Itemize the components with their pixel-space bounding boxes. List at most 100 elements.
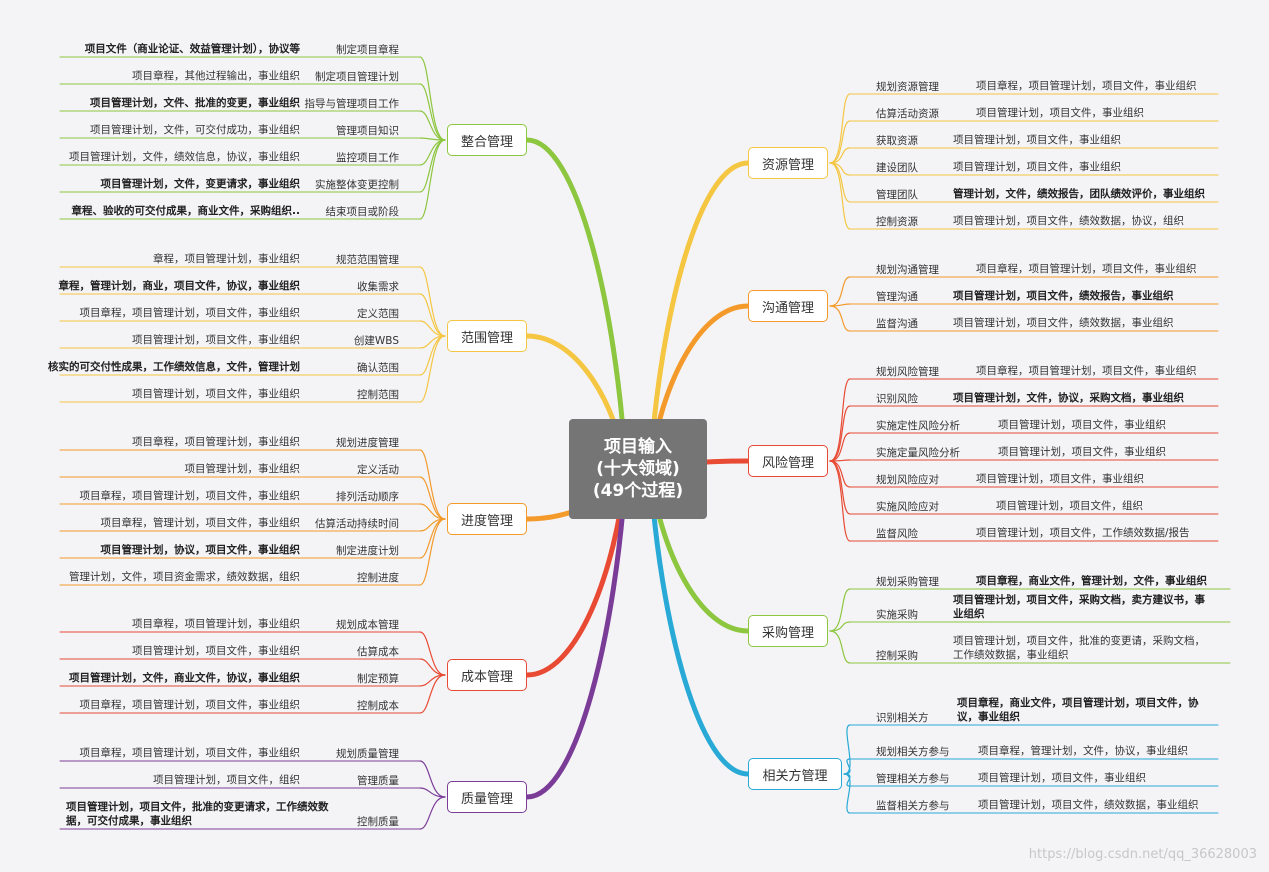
item-link [419,335,446,403]
branch-1[interactable]: 范围管理 [447,320,527,352]
process-label[interactable]: 控制质量 [357,816,399,828]
item-link [419,518,446,586]
item-link [419,266,446,337]
process-label[interactable]: 排列活动顺序 [336,491,399,503]
process-label[interactable]: 控制进度 [357,572,399,584]
input-text: 管理计划，文件，项目资金需求，绩效数据，组织 [69,571,300,583]
process-label[interactable]: 估算活动资源 [876,108,939,120]
input-text: 项目管理计划，项目文件，绩效数据，事业组织 [953,317,1174,329]
branch-0[interactable]: 整合管理 [447,124,527,156]
process-label[interactable]: 制定进度计划 [336,545,399,557]
branch-8[interactable]: 采购管理 [748,615,828,647]
input-text: 项目章程，其他过程输出，事业组织 [132,70,300,82]
input-text: 项目管理计划，项目文件，批准的变更请求，工作绩效数据，可交付成果，事业组织 [66,801,329,827]
process-label[interactable]: 管理项目知识 [336,125,399,137]
item-link [829,120,851,164]
process-label[interactable]: 控制成本 [357,700,399,712]
process-label[interactable]: 监督相关方参与 [876,800,950,812]
process-label[interactable]: 管理相关方参与 [876,773,950,785]
process-label[interactable]: 控制范围 [357,389,399,401]
process-label[interactable]: 规划资源管理 [876,81,939,93]
input-text: 项目管理计划，文件，绩效信息，协议，事业组织 [69,151,300,163]
process-label[interactable]: 结束项目或阶段 [325,206,400,218]
branch-6[interactable]: 沟通管理 [748,290,828,322]
item-link [829,621,851,632]
process-label[interactable]: 估算活动持续时间 [315,518,399,530]
item-link [829,378,851,462]
input-text: 项目章程，项目管理计划，事业组织 [132,618,300,630]
process-label[interactable]: 规划采购管理 [876,576,939,588]
input-text: 项目章程，管理计划，文件，协议，事业组织 [978,745,1188,757]
branch-4[interactable]: 质量管理 [447,781,527,813]
branch-3[interactable]: 成本管理 [447,659,527,691]
trunk-line [647,160,751,472]
input-text: 项目管理计划，项目文件，事业组织 [132,388,300,400]
process-label[interactable]: 规范范围管理 [336,254,399,266]
process-label[interactable]: 获取资源 [876,135,918,147]
root-node[interactable]: 项目输入 (十大领域) (49个过程) [569,419,707,519]
item-link [829,432,851,462]
item-link [419,139,446,220]
process-label[interactable]: 规划风险管理 [876,366,939,378]
process-label[interactable]: 定义活动 [357,464,399,476]
process-label[interactable]: 规划进度管理 [336,437,399,449]
item-link [419,449,446,520]
root-subtitle-fields: (十大领域) [596,459,680,479]
process-label[interactable]: 实施整体变更控制 [315,179,399,191]
process-label[interactable]: 实施定性风险分析 [876,420,960,432]
branch-2[interactable]: 进度管理 [447,503,527,535]
process-label[interactable]: 建设团队 [876,162,918,174]
process-label[interactable]: 实施风险应对 [876,501,939,513]
process-label[interactable]: 管理团队 [876,189,918,201]
process-label[interactable]: 规划风险应对 [876,474,939,486]
item-link [419,787,446,798]
process-label[interactable]: 监督沟通 [876,318,918,330]
input-text: 项目章程，管理计划，项目文件，事业组织 [100,517,301,529]
branch-7[interactable]: 风险管理 [748,445,828,477]
branch-5[interactable]: 资源管理 [748,147,828,179]
process-label[interactable]: 制定项目章程 [336,44,399,56]
process-label[interactable]: 规划沟通管理 [876,264,939,276]
process-label[interactable]: 确认范围 [357,362,399,374]
process-label[interactable]: 指导与管理项目工作 [304,98,400,110]
input-text: 项目章程，项目管理计划，项目文件，事业组织 [79,490,301,502]
process-label[interactable]: 控制采购 [876,650,918,662]
process-label[interactable]: 识别相关方 [876,712,929,724]
root-title: 项目输入 [604,437,672,457]
process-label[interactable]: 管理沟通 [876,291,918,303]
item-link [419,658,446,676]
input-text: 项目章程，项目管理计划，项目文件，事业组织 [976,80,1197,92]
process-label[interactable]: 监督风险 [876,528,918,540]
item-link [843,773,851,814]
input-text: 项目管理计划，项目文件，事业组织 [953,134,1121,146]
process-label[interactable]: 监控项目工作 [336,152,399,164]
process-label[interactable]: 控制资源 [876,216,918,228]
item-link [419,674,446,714]
input-text: 项目管理计划，项目文件，组织 [996,500,1143,512]
input-text: 项目管理计划，项目文件，事业组织 [132,645,300,657]
process-label[interactable]: 定义范围 [357,308,399,320]
process-label[interactable]: 管理质量 [357,775,399,787]
input-text: 项目章程，商业文件，项目管理计划，项目文件，协议，事业组织 [957,697,1199,723]
process-label[interactable]: 创建WBS [353,335,399,347]
process-label[interactable]: 制定项目管理计划 [315,71,399,83]
process-label[interactable]: 估算成本 [357,646,399,658]
input-text: 项目章程，项目管理计划，项目文件，事业组织 [976,365,1197,377]
item-link [843,724,851,775]
process-label[interactable]: 收集需求 [357,281,399,293]
input-text: 项目管理计划，文件、批准的变更，事业组织 [90,97,300,109]
process-label[interactable]: 识别风险 [876,393,918,405]
branch-9[interactable]: 相关方管理 [748,758,842,790]
process-label[interactable]: 制定预算 [357,673,399,685]
process-label[interactable]: 实施采购 [876,609,918,621]
process-label[interactable]: 实施定量风险分析 [876,447,960,459]
input-text: 项目管理计划，项目文件，工作绩效数据/报告 [976,527,1190,539]
process-label[interactable]: 规划成本管理 [336,619,399,631]
input-text: 项目章程，项目管理计划，项目文件，事业组织 [79,307,301,319]
process-label[interactable]: 规划相关方参与 [876,746,950,758]
input-text: 章程、验收的可交付成果，商业文件，采购组织.. [71,205,300,217]
item-link [843,773,851,787]
input-text: 管理计划，文件，绩效报告，团队绩效评价，事业组织 [953,188,1205,200]
input-text: 项目管理计划，项目文件，绩效数据，事业组织 [978,799,1199,811]
process-label[interactable]: 规划质量管理 [336,748,399,760]
